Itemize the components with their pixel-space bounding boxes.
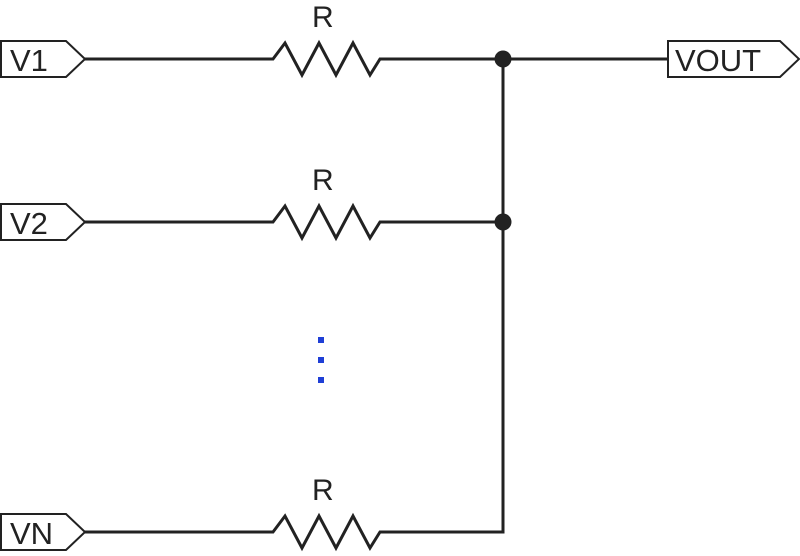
resistor-2-label: R [312, 164, 334, 197]
input-branch-n: VN R [0, 474, 505, 552]
resistor-2 [83, 202, 505, 242]
resistor-1-label: R [312, 1, 334, 34]
input-port-v1-label: V1 [10, 43, 48, 78]
input-port-v1 [0, 40, 87, 78]
input-port-vn-label: VN [10, 516, 53, 551]
resistor-1 [83, 39, 505, 79]
output-port-vout-label: VOUT [675, 43, 761, 78]
resistor-n [83, 512, 505, 552]
input-port-v2 [0, 203, 87, 241]
input-port-vn [0, 513, 87, 551]
input-branch-1: V1 R [0, 1, 505, 79]
output-branch: VOUT [667, 40, 800, 78]
resistor-n-label: R [312, 474, 334, 507]
output-port-vout [667, 40, 800, 78]
vertical-ellipsis-icon [318, 337, 324, 383]
input-branch-2: V2 R [0, 164, 505, 242]
junction-dot-middle [494, 213, 512, 231]
junction-dot-top [494, 50, 512, 68]
input-port-v2-label: V2 [10, 206, 48, 241]
